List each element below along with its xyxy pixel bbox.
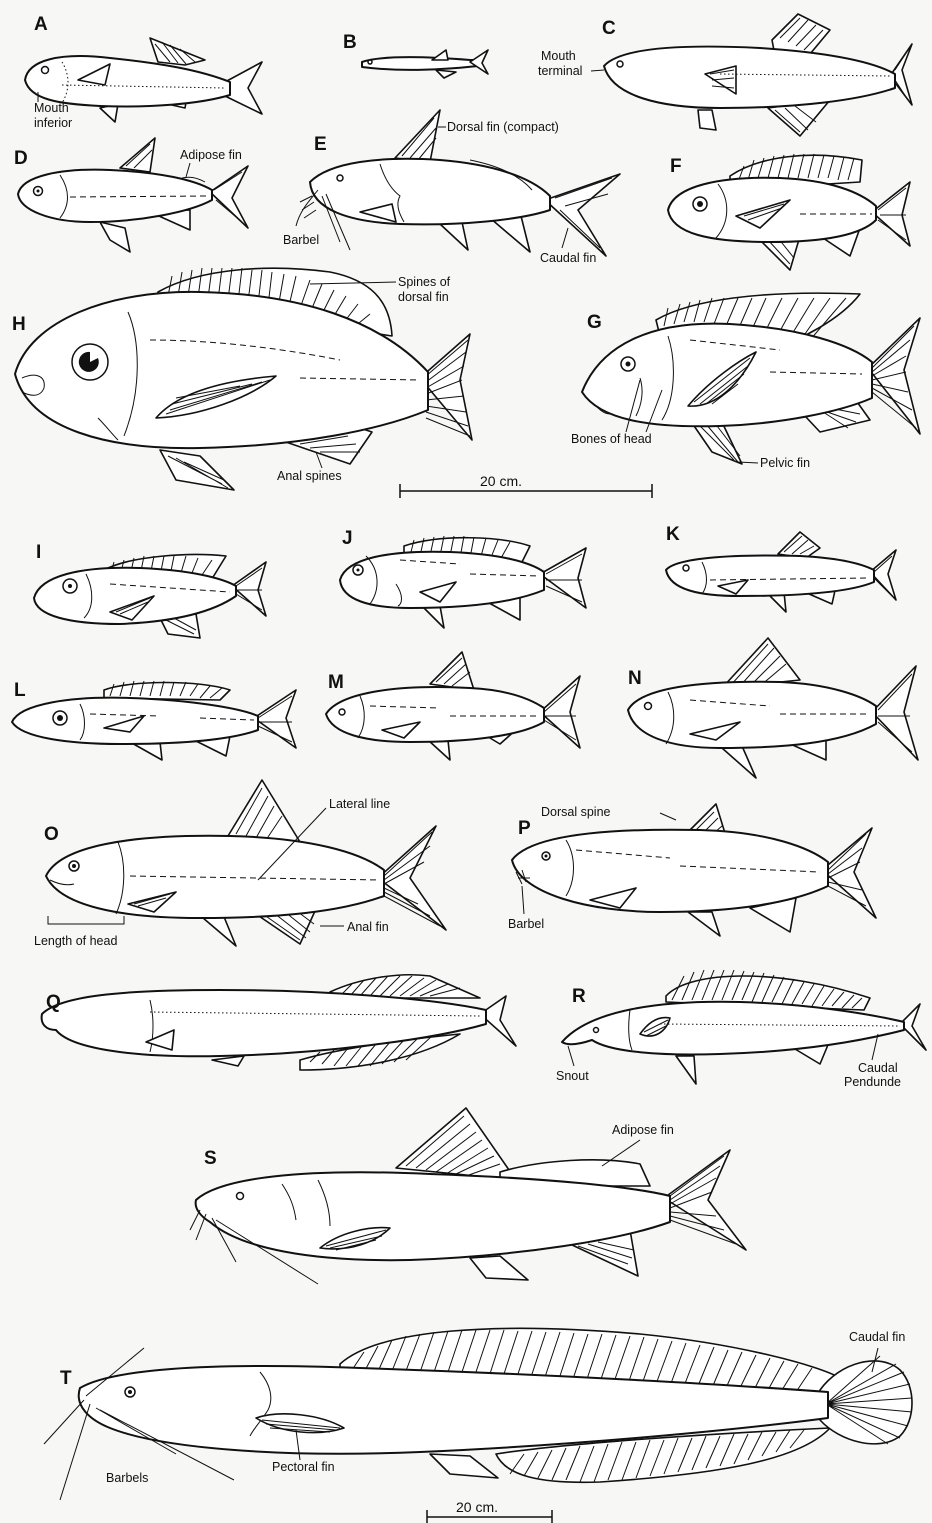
letter-i: I [36, 542, 41, 563]
scale-bar-bottom-label: 20 cm. [456, 1499, 498, 1515]
letter-r: R [572, 986, 586, 1007]
scale-bar-top-label: 20 cm. [480, 473, 522, 489]
label-bones-of-head: Bones of head [571, 432, 652, 446]
fish-j [340, 536, 586, 628]
fish-m-body [326, 687, 544, 742]
label-mouth-inferior-2: inferior [34, 116, 72, 130]
label-adipose-fin-d: Adipose fin [180, 148, 242, 162]
label-barbel-p: Barbel [508, 917, 544, 931]
fish-e-body [310, 159, 550, 225]
scale-bar-top: 20 cm. [400, 473, 652, 498]
label-dorsal-fin-compact: Dorsal fin (compact) [447, 120, 559, 134]
fish-a-dorsal-fin [150, 38, 205, 65]
letter-g: G [587, 312, 602, 333]
fish-e-caudal-fin [545, 174, 620, 256]
fish-n [628, 638, 918, 778]
letter-j: J [342, 528, 353, 549]
fish-n-body [628, 682, 876, 748]
fish-p-body [512, 830, 828, 912]
fish-a-body [25, 56, 230, 106]
label-barbels: Barbels [106, 1471, 148, 1485]
label-pectoral-fin: Pectoral fin [272, 1460, 335, 1474]
letter-b: B [343, 32, 357, 53]
label-dorsal-spine: Dorsal spine [541, 805, 611, 819]
letter-c: C [602, 18, 616, 39]
label-mouth-inferior-1: Mouth [34, 101, 69, 115]
fish-b [362, 50, 488, 78]
fish-g-caudal-fin [868, 318, 920, 434]
label-pelvic-fin: Pelvic fin [760, 456, 810, 470]
fish-l [12, 681, 296, 760]
letter-d: D [14, 148, 28, 169]
letter-s: S [204, 1148, 217, 1169]
scale-bar-bottom: 20 cm. [427, 1499, 552, 1523]
letter-f: F [670, 156, 682, 177]
fish-e-dorsal-fin [395, 110, 440, 162]
label-caudal-fin-e: Caudal fin [540, 251, 596, 265]
fish-d-caudal-fin [210, 166, 248, 228]
fish-t [44, 1328, 912, 1500]
fish-k-body [666, 556, 874, 596]
label-adipose-fin-s: Adipose fin [612, 1123, 674, 1137]
letter-q: Q [46, 992, 61, 1013]
label-lateral-line: Lateral line [329, 797, 390, 811]
letter-p: P [518, 818, 531, 839]
letter-k: K [666, 524, 680, 545]
letter-t: T [60, 1368, 72, 1389]
letter-m: M [328, 672, 344, 693]
label-spines-dorsal-1: Spines of [398, 275, 451, 289]
label-snout: Snout [556, 1069, 589, 1083]
fish-i [34, 555, 266, 638]
fish-k [666, 532, 896, 612]
fish-c [604, 14, 912, 136]
fish-f [668, 154, 910, 270]
label-anal-fin: Anal fin [347, 920, 389, 934]
fish-q [42, 975, 516, 1070]
fish-b-body [362, 57, 478, 70]
letter-e: E [314, 134, 327, 155]
letter-o: O [44, 824, 59, 845]
letter-n: N [628, 668, 642, 689]
fish-c-body [604, 47, 895, 108]
label-spines-dorsal-2: dorsal fin [398, 290, 449, 304]
label-anal-spines: Anal spines [277, 469, 342, 483]
fish-m [326, 652, 580, 760]
label-caudal-peduncle-2: Pendunde [844, 1075, 901, 1089]
label-caudal-peduncle-1: Caudal [858, 1061, 898, 1075]
fish-f-caudal-fin [872, 182, 910, 246]
fish-p [512, 804, 876, 936]
label-mouth-terminal-1: Mouth [541, 49, 576, 63]
label-barbel-e: Barbel [283, 233, 319, 247]
letter-l: L [14, 680, 26, 701]
label-caudal-fin-t: Caudal fin [849, 1330, 905, 1344]
label-length-of-head: Length of head [34, 934, 117, 948]
letter-h: H [12, 314, 26, 335]
letter-a: A [34, 14, 48, 35]
label-mouth-terminal-2: terminal [538, 64, 582, 78]
